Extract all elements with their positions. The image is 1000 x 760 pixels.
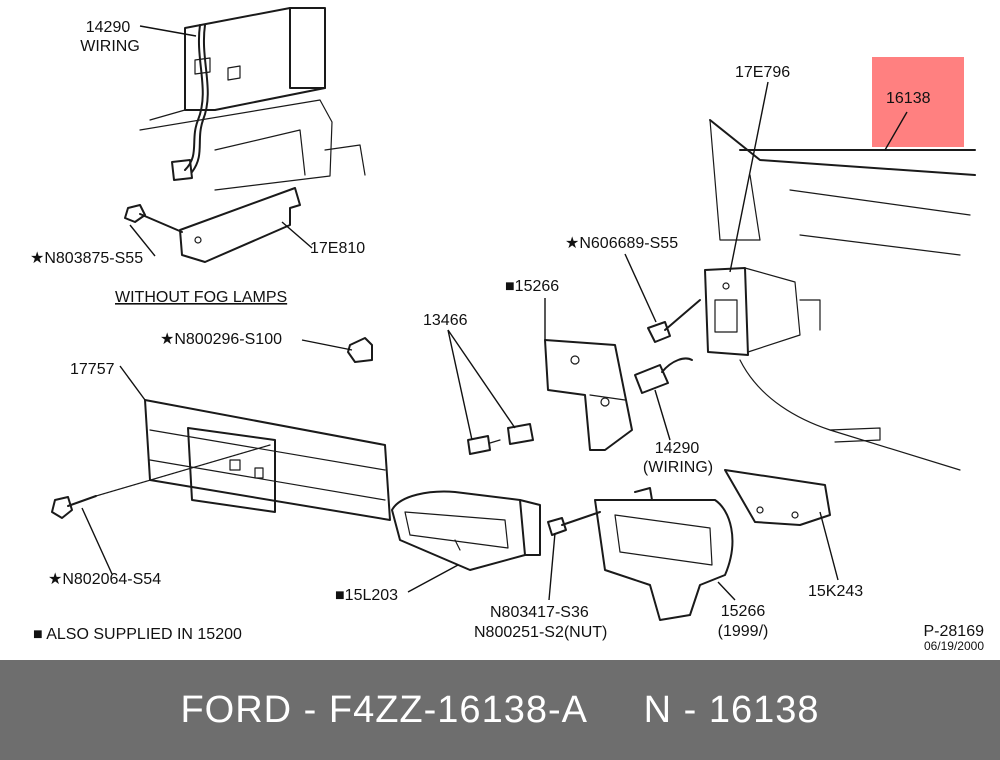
label-13466: 13466 xyxy=(423,312,468,329)
label-drawing-number: P-28169 xyxy=(924,623,985,640)
bolt-n803875-drawing xyxy=(124,204,183,233)
bracket-17e796 xyxy=(704,267,801,356)
bolt-n606689-drawing xyxy=(647,299,701,343)
leader-lines xyxy=(81,25,908,601)
label-n803875: ★N803875-S55 xyxy=(30,250,143,267)
fog-lamp-15l203-drawing xyxy=(391,490,541,571)
label-also-supplied: ■ ALSO SUPPLIED IN 15200 xyxy=(33,626,242,643)
lamp-housing-15266-lower xyxy=(594,487,734,621)
label-17757: 17757 xyxy=(70,361,115,378)
label-14290-top-word: WIRING xyxy=(80,38,140,55)
shield-15k243-drawing xyxy=(724,469,831,526)
label-14290-mid-word: (WIRING) xyxy=(643,459,713,476)
bracket-17e810 xyxy=(179,187,301,263)
wiring-harness-14290-top xyxy=(171,24,209,181)
label-14290-top-number: 14290 xyxy=(86,19,131,36)
part-16138-highlight xyxy=(872,57,964,147)
label-without-fog-lamps: WITHOUT FOG LAMPS xyxy=(115,289,287,306)
label-15266-lower: 15266 xyxy=(721,603,766,620)
label-15k243: 15K243 xyxy=(808,583,863,600)
label-n803417: N803417-S36 xyxy=(490,604,589,621)
label-15266-upper: ■15266 xyxy=(505,278,559,295)
wiring-connector-14290-mid xyxy=(634,357,693,394)
bolt-n803417-drawing xyxy=(547,511,601,536)
bulbs-13466-drawing xyxy=(467,423,534,455)
exploded-parts-diagram: 14290 WIRING ★N803875-S55 17E810 WITHOUT… xyxy=(30,7,984,653)
label-17e796: 17E796 xyxy=(735,64,790,81)
label-drawing-date: 06/19/2000 xyxy=(924,639,984,653)
part-number-footer: FORD - F4ZZ-16138-A N - 16138 xyxy=(0,660,1000,760)
label-15l203: ■15L203 xyxy=(335,587,398,604)
callout-labels: 14290 WIRING ★N803875-S55 17E810 WITHOUT… xyxy=(30,19,984,653)
label-17e810: 17E810 xyxy=(310,240,365,257)
upper-body-panel-drawing xyxy=(139,7,366,191)
label-15266-lower-year: (1999/) xyxy=(718,623,769,640)
label-n606689: ★N606689-S55 xyxy=(565,235,678,252)
bumper-17757-drawing xyxy=(144,399,391,521)
label-16138: 16138 xyxy=(886,90,931,107)
mount-bracket-15266-upper xyxy=(544,339,633,451)
label-n802064: ★N802064-S54 xyxy=(48,571,161,588)
label-14290-mid-number: 14290 xyxy=(655,440,700,457)
footer-part-number-text: FORD - F4ZZ-16138-A N - 16138 xyxy=(180,688,820,731)
bolt-n802064-drawing xyxy=(51,444,271,519)
clip-n800296-drawing xyxy=(347,337,373,363)
frame-rail-drawing xyxy=(709,119,976,471)
label-n800296: ★N800296-S100 xyxy=(160,331,282,348)
label-n800251: N800251-S2(NUT) xyxy=(474,624,607,641)
